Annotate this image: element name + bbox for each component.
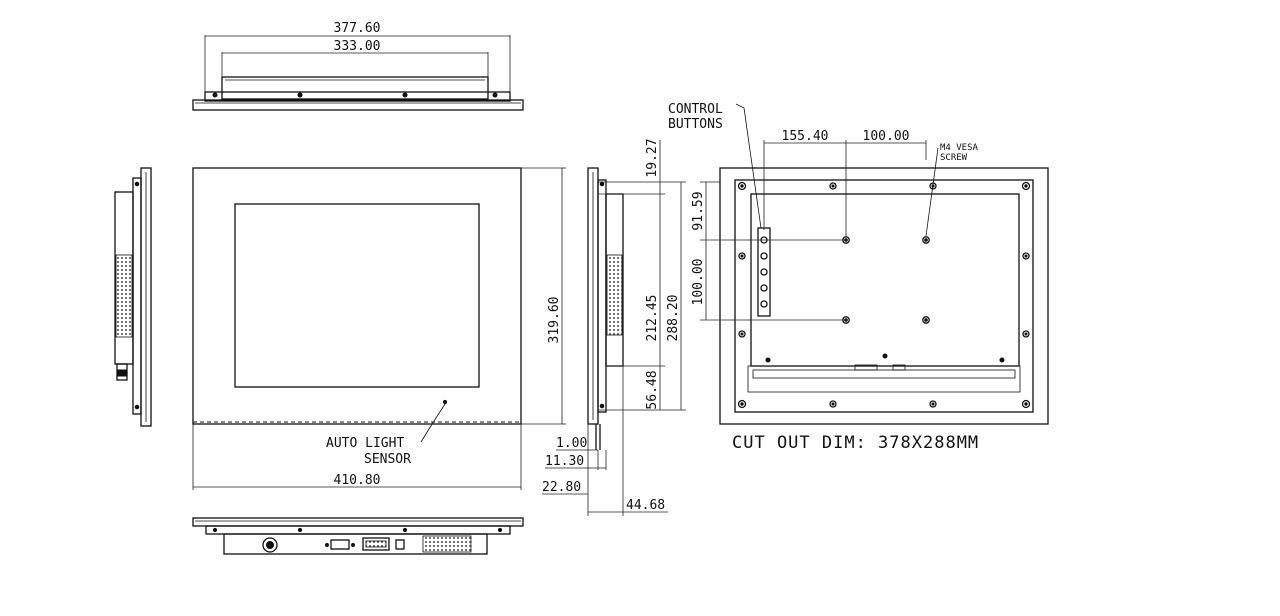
callout-auto-light: AUTO LIGHT: [326, 436, 404, 451]
dim-44-68: 44.68: [626, 498, 665, 513]
callout-m4-vesa: M4 VESA: [940, 143, 979, 153]
dim-19-27: 19.27: [645, 138, 660, 177]
dim-377-60: 377.60: [334, 21, 381, 36]
dim-22-80: 22.80: [542, 480, 581, 495]
dim-56-48: 56.48: [645, 370, 660, 409]
callout-screw: SCREW: [940, 153, 968, 163]
dim-319-60: 319.60: [547, 297, 562, 344]
display-area: [234, 203, 480, 388]
right-side-view: 19.27 212.45 56.48 288.20 1.00 11.30 22.…: [542, 138, 686, 516]
dim-288-20: 288.20: [666, 295, 681, 342]
dim-410-80: 410.80: [334, 473, 381, 488]
vesa-holes: [842, 236, 930, 324]
dim-155-40: 155.40: [782, 129, 829, 144]
control-buttons-panel: [757, 227, 771, 317]
callout-buttons: BUTTONS: [668, 117, 723, 132]
left-side-view: [114, 167, 152, 427]
cutout-dimension-note: CUT OUT DIM: 378X288MM: [732, 433, 979, 453]
dim-212-45: 212.45: [645, 295, 660, 342]
mount-holes: [737, 181, 1031, 409]
top-view: 377.60 333.00: [192, 21, 524, 111]
dim-91-59: 91.59: [691, 191, 706, 230]
dim-rear-100-00-y: 100.00: [691, 259, 706, 306]
callout-control: CONTROL: [668, 102, 723, 117]
bottom-view: [192, 517, 524, 555]
dim-rear-100-00-x: 100.00: [863, 129, 910, 144]
dim-333-00: 333.00: [334, 39, 381, 54]
light-sensor-dot: [442, 399, 448, 405]
front-view: AUTO LIGHT SENSOR 410.80 319.60: [192, 167, 566, 490]
rear-view: CONTROL BUTTONS M4 VESA SCREW 155.40 100…: [668, 102, 1049, 453]
callout-sensor: SENSOR: [364, 452, 411, 467]
dim-11-30: 11.30: [545, 454, 584, 469]
dim-1-00: 1.00: [556, 436, 587, 451]
